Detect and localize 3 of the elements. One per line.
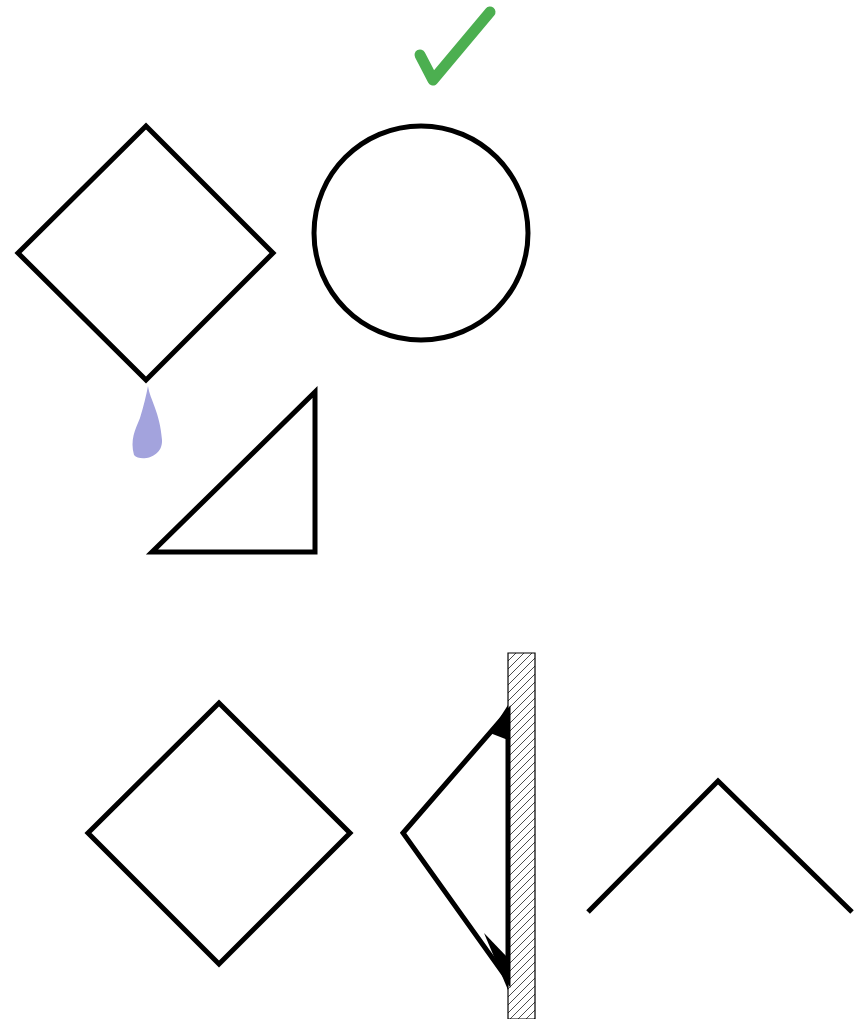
triangle-outline (399, 705, 511, 990)
circle-outline (311, 123, 531, 343)
chevron-line (586, 777, 854, 914)
